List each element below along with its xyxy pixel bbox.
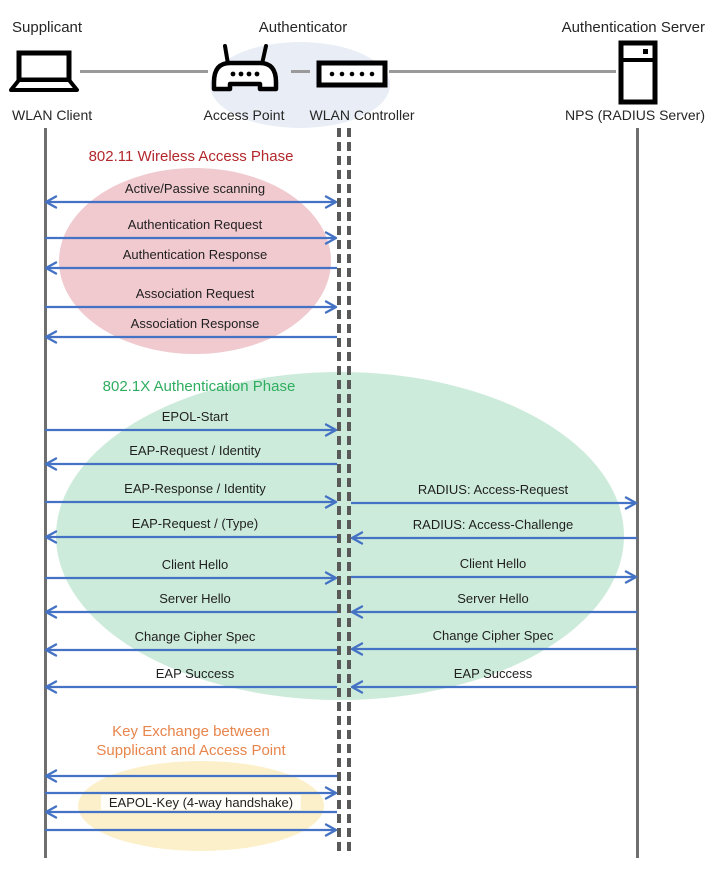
message-arrow — [45, 423, 338, 437]
message-arrow — [350, 605, 637, 619]
message-arrow — [45, 495, 338, 509]
connector-line-ap-controller — [291, 70, 310, 73]
connector-line-client-ap — [80, 70, 208, 73]
message-label: Association Response — [130, 316, 260, 331]
message-label: Authentication Request — [127, 217, 263, 232]
message-label: EAPOL-Key (4-way handshake) — [100, 795, 302, 810]
radius-server-lifeline — [636, 128, 639, 858]
message-arrow — [45, 231, 338, 245]
message-arrow — [44, 261, 337, 275]
message-label: Change Cipher Spec — [134, 629, 256, 644]
role-authentication-server: Authentication Server — [561, 19, 705, 36]
message-arrow — [350, 680, 637, 694]
server-icon — [618, 40, 658, 105]
phase1-ellipse — [59, 168, 331, 354]
authenticator-lifeline-dash-2 — [347, 128, 351, 852]
message-arrow — [44, 643, 337, 657]
message-label: EAP Success — [453, 666, 533, 681]
message-label: RADIUS: Access-Request — [417, 482, 569, 497]
connector-line-controller-server — [389, 70, 616, 73]
message-arrow — [45, 786, 338, 800]
message-arrow — [44, 457, 337, 471]
message-arrow — [44, 195, 338, 209]
message-arrow — [44, 330, 337, 344]
message-arrow — [351, 570, 638, 584]
message-arrow — [45, 571, 338, 585]
node-label-wlan-controller: WLAN Controller — [309, 107, 415, 123]
message-label: RADIUS: Access-Challenge — [412, 517, 574, 532]
message-label: EAP Success — [155, 666, 235, 681]
message-arrow — [44, 769, 337, 783]
message-arrow — [45, 300, 338, 314]
message-label: EAP-Request / (Type) — [131, 516, 259, 531]
authenticator-lifeline-dash-1 — [337, 128, 341, 852]
phase-title-1: 802.11 Wireless Access Phase — [88, 148, 294, 165]
laptop-icon — [9, 50, 79, 92]
message-arrow — [350, 642, 637, 656]
node-label-wlan-client: WLAN Client — [12, 107, 93, 123]
phase-title-2: 802.1X Authentication Phase — [102, 378, 296, 395]
message-label: Server Hello — [159, 591, 231, 606]
wlan-controller-icon — [316, 60, 388, 88]
message-label: Client Hello — [459, 556, 527, 571]
message-label: Client Hello — [161, 557, 229, 572]
message-label: Association Request — [135, 286, 255, 301]
message-arrow — [350, 531, 637, 545]
role-supplicant: Supplicant — [12, 19, 83, 36]
message-label: Active/Passive scanning — [124, 181, 266, 196]
message-arrow — [44, 605, 337, 619]
node-label-access-point: Access Point — [203, 107, 285, 123]
message-label: EAP-Request / Identity — [129, 443, 261, 458]
message-label: EAP-Response / Identity — [124, 481, 266, 496]
message-label: EPOL-Start — [161, 409, 229, 424]
message-arrow — [44, 805, 337, 819]
message-arrow — [45, 823, 338, 837]
message-arrow — [44, 530, 337, 544]
message-label: Authentication Response — [122, 247, 268, 262]
message-label: Change Cipher Spec — [432, 628, 554, 643]
phase-title-3: Key Exchange between Supplicant and Acce… — [96, 723, 286, 759]
supplicant-lifeline — [44, 128, 47, 858]
role-authenticator: Authenticator — [258, 19, 348, 36]
message-arrow — [44, 680, 337, 694]
node-label-nps-radius-server: NPS (RADIUS Server) — [564, 107, 705, 123]
access-point-icon — [211, 44, 279, 92]
message-arrow — [351, 496, 638, 510]
message-label: Server Hello — [457, 591, 529, 606]
